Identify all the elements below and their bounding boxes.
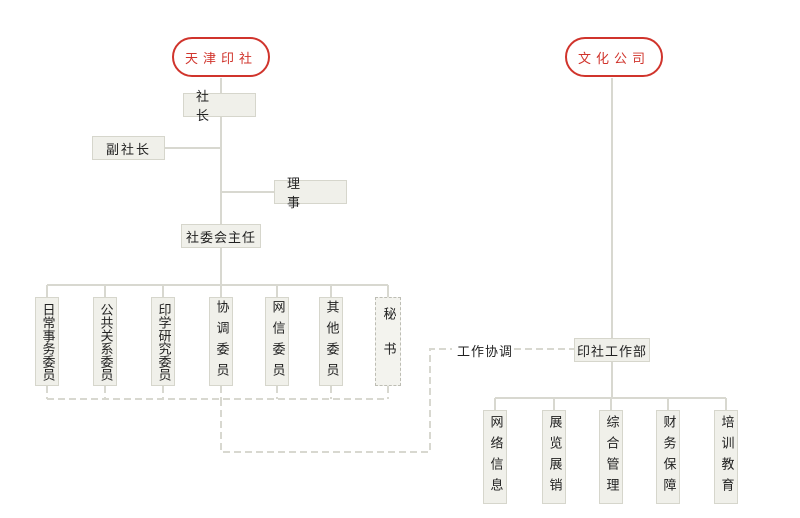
committee-chair-box: 社委会主任 xyxy=(181,224,261,248)
director-box: 理 事 xyxy=(274,177,347,211)
culture-company-node: 文化公司 xyxy=(565,37,663,77)
unit-general-management: 综合管理 xyxy=(599,410,623,504)
unit-network-info: 网络信息 xyxy=(483,410,507,504)
committee-public-relations: 公共关系委员 xyxy=(93,297,117,386)
unit-exhibition-sales: 展览展销 xyxy=(542,410,566,504)
vice-president-box: 副社长 xyxy=(92,136,165,160)
tianjin-seal-society-node: 天津印社 xyxy=(172,37,270,77)
committee-network-info: 网信委员 xyxy=(265,297,289,386)
committee-coordination: 协调委员 xyxy=(209,297,233,386)
work-coordination-label: 工作协调 xyxy=(457,345,514,360)
unit-finance-support: 财务保障 xyxy=(656,410,680,504)
secretary-box: 秘书 xyxy=(375,297,401,386)
committee-seal-research: 印学研究委员 xyxy=(151,297,175,386)
seal-society-work-dept-box: 印社工作部 xyxy=(574,338,650,362)
committee-other: 其他委员 xyxy=(319,297,343,386)
president-box: 社 长 xyxy=(183,90,256,124)
committee-daily-affairs: 日常事务委员 xyxy=(35,297,59,386)
unit-training-education: 培训教育 xyxy=(714,410,738,504)
